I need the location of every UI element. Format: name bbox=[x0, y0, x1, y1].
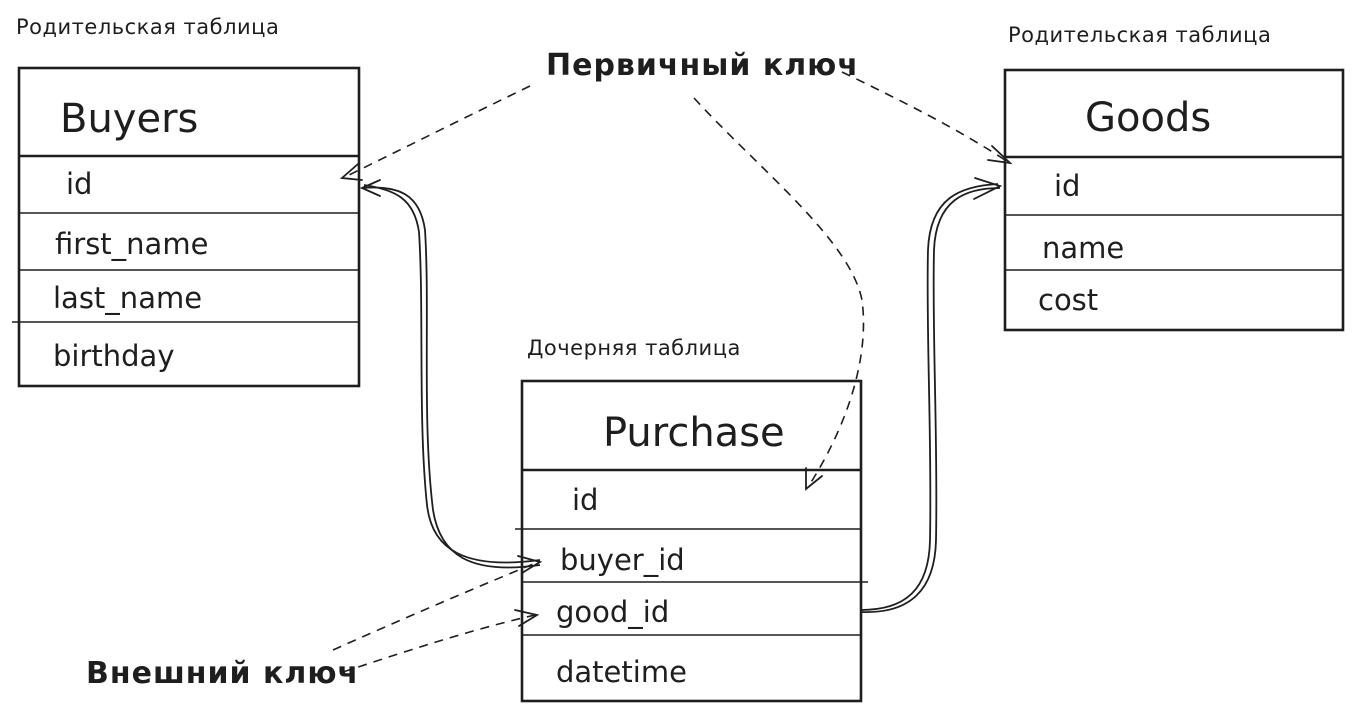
pk-arrowhead-goods bbox=[987, 145, 1013, 165]
goods-caption: Родительская таблица bbox=[1008, 23, 1271, 47]
relation-arrowhead-goods bbox=[973, 177, 1003, 200]
goods-field-name: name bbox=[1042, 231, 1124, 265]
purchase-field-datetime: datetime bbox=[556, 655, 687, 689]
purchase-caption: Дочерняя таблица bbox=[527, 336, 741, 360]
relation-good-id-to-goods-id-stroke bbox=[860, 183, 999, 611]
purchase-box bbox=[520, 379, 863, 703]
relation-buyer-id-to-buyers-id-stroke bbox=[363, 184, 541, 564]
buyers-title: Buyers bbox=[60, 96, 198, 142]
relation-good-id-to-goods-id bbox=[860, 187, 1001, 613]
table-purchase: Дочерняя таблица Purchase id buyer_id go… bbox=[515, 336, 868, 703]
fk-arrowhead-buyer-id bbox=[517, 555, 543, 574]
relation-buyer-id-to-buyers-id bbox=[361, 186, 541, 569]
buyers-caption: Родительская таблица bbox=[16, 15, 279, 39]
purchase-field-good-id: good_id bbox=[556, 595, 669, 629]
primary-key-note: Первичный ключ bbox=[546, 48, 859, 83]
pk-arrowhead-buyers bbox=[339, 163, 363, 181]
foreign-key-note: Внешний ключ bbox=[86, 656, 359, 691]
purchase-field-buyer-id: buyer_id bbox=[560, 543, 685, 577]
goods-title: Goods bbox=[1085, 95, 1211, 141]
buyers-field-birthday: birthday bbox=[53, 339, 174, 373]
pk-pointer-goods bbox=[841, 71, 1009, 163]
primary-key-pointers bbox=[339, 71, 1013, 491]
buyers-box bbox=[17, 66, 361, 388]
buyers-field-first-name: first_name bbox=[55, 227, 208, 261]
goods-box bbox=[1003, 68, 1345, 332]
pk-pointer-buyers bbox=[344, 85, 531, 178]
fk-arrowhead-good-id bbox=[514, 609, 540, 627]
table-buyers: Родительская таблица Buyers id first_nam… bbox=[12, 15, 361, 388]
fk-pointer-buyer-id bbox=[332, 561, 539, 651]
goods-field-id: id bbox=[1054, 169, 1080, 203]
foreign-key-pointers bbox=[332, 555, 543, 673]
relationship-lines bbox=[359, 177, 1003, 613]
pk-pointer-purchase bbox=[693, 97, 865, 488]
purchase-field-id: id bbox=[572, 483, 598, 517]
table-goods: Родительская таблица Goods id name cost bbox=[1003, 23, 1345, 332]
pk-arrowhead-purchase bbox=[805, 467, 823, 491]
fk-pointer-good-id bbox=[342, 614, 536, 673]
relation-arrowhead-buyers bbox=[359, 179, 381, 197]
goods-field-cost: cost bbox=[1038, 283, 1098, 317]
purchase-title: Purchase bbox=[603, 410, 785, 456]
buyers-field-last-name: last_name bbox=[53, 281, 202, 315]
buyers-field-id: id bbox=[66, 167, 92, 201]
